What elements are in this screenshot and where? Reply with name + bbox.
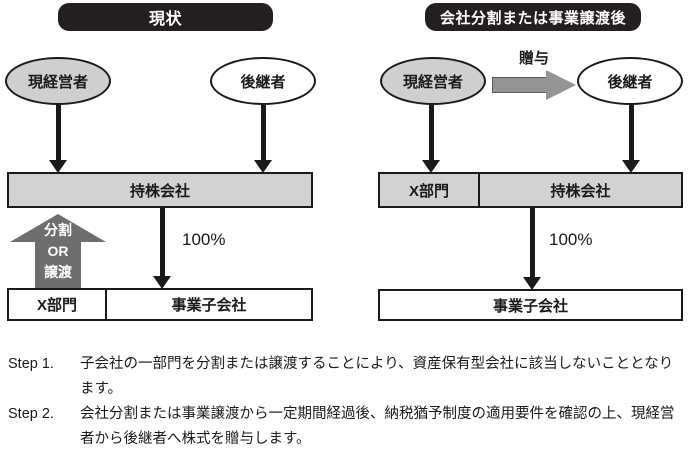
step-label: Step 1. [8, 356, 54, 372]
steps-list: Step 1. 子会社の一部門を分割または譲渡することにより、資産保有型会社に該… [8, 352, 683, 452]
arrow-shaft [628, 103, 634, 161]
label-or: OR [47, 243, 69, 259]
cell-x-department-right: X部門 [380, 174, 480, 206]
step-row: Step 2. 会社分割または事業譲渡から一定期間経過後、納税猶予制度の適用要件… [8, 402, 683, 452]
arrow-split-or-transfer-icon: 分割 OR 譲渡 [10, 214, 106, 288]
step-row: Step 1. 子会社の一部門を分割または譲渡することにより、資産保有型会社に該… [8, 352, 683, 402]
cell-operating-subsidiary-left: 事業子会社 [171, 297, 247, 314]
arrow-shaft [55, 103, 61, 161]
label-gift: 贈与 [518, 50, 549, 67]
arrow-shaft [529, 207, 535, 278]
arrow-head [523, 277, 541, 290]
cell-x-department-left: X部門 [9, 290, 107, 319]
ownership-percent-right: 100% [549, 230, 593, 249]
arrow-shaft [492, 77, 548, 93]
arrow-shaft [428, 103, 434, 161]
arrow-shaft [159, 207, 165, 277]
box-bottom-row-left: X部門 事業子会社 [7, 288, 313, 321]
ellipse-current-owner-left: 現経営者 [5, 57, 111, 105]
box-operating-subsidiary-right: 事業子会社 [378, 289, 683, 321]
arrow-owner-to-holding-left-icon [48, 103, 68, 173]
ownership-percent-left: 100% [182, 230, 226, 249]
arrow-holding-to-subsidiary-right-icon [522, 207, 542, 290]
arrow-owner-to-holding-right-icon [421, 103, 441, 173]
label-split: 分割 [44, 222, 72, 238]
cell-holding-company-right: 持株会社 [550, 182, 611, 200]
arrow-head [546, 70, 576, 100]
arrow-split-or-transfer-labels: 分割 OR 譲渡 [10, 220, 106, 283]
arrow-head [10, 214, 106, 242]
arrow-holding-to-subsidiary-left-icon [152, 207, 172, 289]
label-transfer: 譲渡 [44, 264, 72, 280]
step-text: 会社分割または事業譲渡から一定期間経過後、納税猶予制度の適用要件を確認の上、現経… [80, 406, 675, 447]
box-holding-company-left: 持株会社 [7, 172, 313, 208]
arrow-head [254, 160, 272, 173]
arrow-shaft [260, 103, 266, 161]
box-top-row-right: X部門 持株会社 [378, 172, 683, 208]
arrow-gift-icon [492, 70, 576, 100]
panel-header-current-state: 現状 [58, 3, 273, 31]
arrow-head [153, 276, 171, 289]
arrow-successor-to-holding-right-icon [621, 103, 641, 173]
arrow-head [49, 160, 67, 173]
panel-header-after-split: 会社分割または事業譲渡後 [425, 3, 641, 31]
ellipse-current-owner-right: 現経営者 [380, 57, 486, 105]
arrow-head [622, 160, 640, 173]
arrow-head [422, 160, 440, 173]
arrow-shaft [35, 241, 81, 288]
ellipse-successor-left: 後継者 [210, 57, 316, 105]
arrow-successor-to-holding-left-icon [253, 103, 273, 173]
ellipse-successor-right: 後継者 [577, 57, 683, 105]
step-label: Step 2. [8, 406, 54, 422]
step-text: 子会社の一部門を分割または譲渡することにより、資産保有型会社に該当しないこととな… [80, 356, 674, 397]
